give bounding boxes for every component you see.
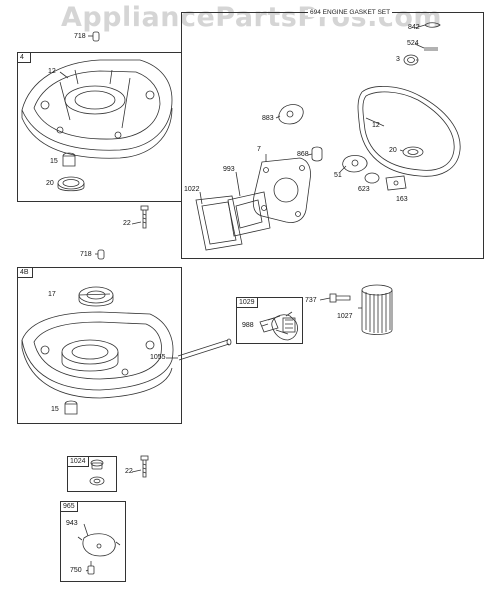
section-tag-965: 965	[60, 501, 78, 512]
label-20-top: 20	[46, 180, 54, 187]
section-tag-1029: 1029	[236, 297, 258, 308]
label-842: 842	[408, 24, 420, 31]
sump-4-box	[17, 52, 182, 202]
tube-1055	[177, 339, 230, 361]
label-20-kit: 20	[389, 147, 397, 154]
dowel-718-mid	[97, 249, 105, 260]
label-868: 868	[297, 151, 309, 158]
watermark: AppliancePartsPros.com	[60, 2, 443, 33]
label-750: 750	[70, 567, 82, 574]
seal-20-kit	[402, 146, 424, 158]
screw-737	[329, 293, 351, 303]
section-tag-4: 4	[17, 52, 31, 63]
label-988: 988	[242, 322, 254, 329]
label-15-top: 15	[50, 158, 58, 165]
cover-965-box	[60, 501, 126, 582]
plug-15-top	[62, 152, 76, 167]
breather-1024-drawing	[89, 459, 105, 486]
o-ring-623	[364, 172, 380, 184]
cover-965-drawing	[77, 533, 121, 575]
seal-868	[311, 146, 323, 162]
gasket-kit-title: 694 ENGINE GASKET SET	[308, 9, 393, 17]
label-623: 623	[358, 186, 370, 193]
section-tag-1024: 1024	[67, 456, 89, 467]
gasket-kit-box	[181, 12, 484, 259]
label-15-bottom: 15	[51, 406, 59, 413]
bolt-22-top	[140, 205, 149, 229]
valve-1029-box	[236, 297, 303, 344]
gasket-993	[227, 191, 271, 237]
label-943: 943	[66, 520, 78, 527]
gasket-kit-title-text: ENGINE GASKET SET	[322, 9, 391, 16]
oil-filter-1027	[361, 284, 393, 335]
label-1027: 1027	[337, 313, 353, 320]
sump-4-drawing	[21, 59, 173, 159]
plug-15-bottom	[64, 400, 78, 415]
seal-842	[424, 22, 441, 28]
label-524: 524	[407, 40, 419, 47]
label-22-top: 22	[123, 220, 131, 227]
valve-1029-drawing	[259, 311, 298, 341]
label-12-sump: 12	[48, 68, 56, 75]
label-737: 737	[305, 297, 317, 304]
label-12-kit: 12	[372, 122, 380, 129]
head-gasket-7	[252, 157, 311, 223]
label-1022: 1022	[184, 186, 200, 193]
pin-524	[424, 47, 438, 51]
label-3: 3	[396, 56, 400, 63]
gasket-kit-tag: 694	[310, 9, 321, 16]
gasket-12-kit	[357, 86, 461, 177]
label-993: 993	[223, 166, 235, 173]
bolt-22-bottom	[140, 455, 149, 478]
sump-4b-drawing	[21, 311, 174, 399]
gasket-51	[342, 155, 368, 173]
gasket-163	[385, 175, 407, 191]
label-7: 7	[257, 146, 261, 153]
label-51: 51	[334, 172, 342, 179]
label-163: 163	[396, 196, 408, 203]
label-718-top: 718	[74, 33, 86, 40]
section-tag-4b: 4B	[17, 267, 33, 278]
gasket-883	[278, 104, 304, 125]
label-718-mid: 718	[80, 251, 92, 258]
breather-1024-box	[67, 456, 117, 492]
dowel-718-top	[92, 31, 100, 42]
label-883: 883	[262, 115, 274, 122]
sump-4b-box	[17, 267, 182, 424]
label-1055: 1055	[150, 354, 166, 361]
gasket-1022	[195, 195, 243, 251]
label-22-bottom: 22	[125, 468, 133, 475]
label-17: 17	[48, 291, 56, 298]
